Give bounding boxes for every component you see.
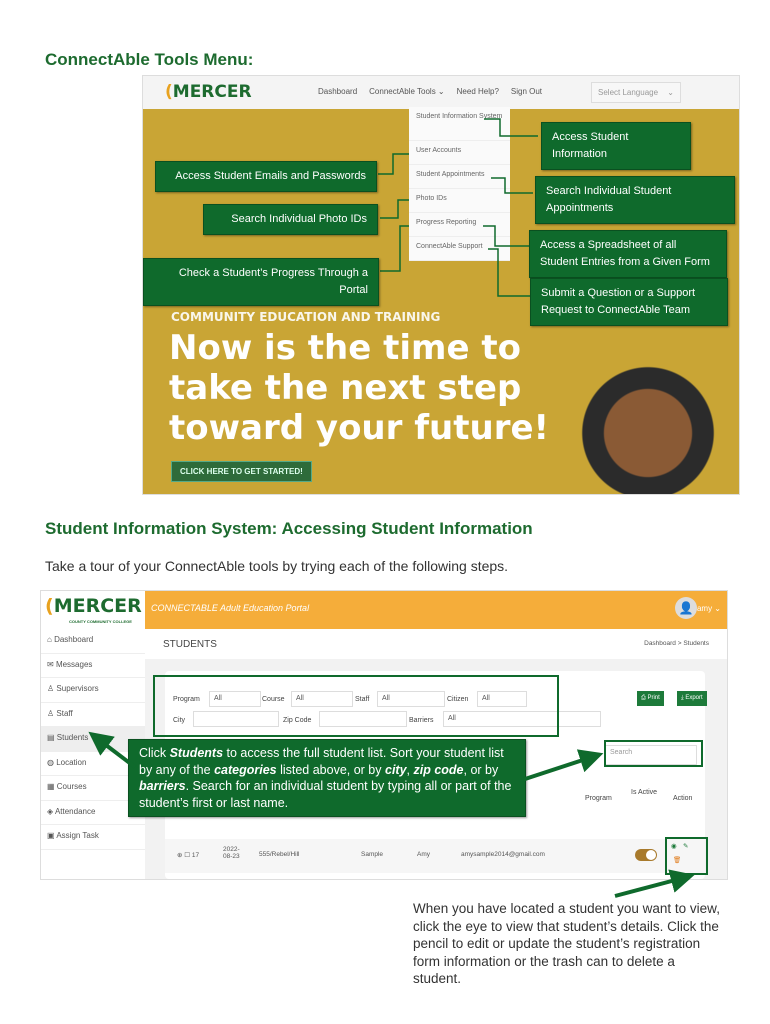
menu-photo-ids[interactable]: Photo IDs — [409, 189, 510, 213]
course-select[interactable]: All — [291, 691, 353, 707]
callout-support: Submit a Question or a Support Request t… — [530, 278, 728, 326]
nav-need-help[interactable]: Need Help? — [456, 87, 499, 96]
search-input[interactable]: Search — [605, 745, 697, 765]
user-menu[interactable]: amy ⌄ — [696, 604, 721, 613]
user-avatar-icon[interactable]: 👤 — [675, 597, 697, 619]
city-input[interactable] — [193, 711, 279, 727]
mercer-logo: (MERCER COUNTY COMMUNITY COLLEGE — [41, 591, 145, 629]
graduate-photo — [563, 316, 733, 494]
hero-subtitle: COMMUNITY EDUCATION AND TRAINING — [171, 310, 441, 324]
column-action: Action — [673, 795, 693, 802]
section-heading-sis: Student Information System: Accessing St… — [45, 519, 533, 538]
get-started-button[interactable]: CLICK HERE TO GET STARTED! — [171, 461, 312, 482]
citizen-label: Citizen — [447, 696, 469, 703]
program-select[interactable]: All — [209, 691, 261, 707]
city-label: City — [173, 717, 186, 724]
connectable-tools-dropdown: Student Information System User Accounts… — [409, 107, 510, 261]
site-navbar: (MERCER Dashboard ConnectAble Tools ⌄ Ne… — [143, 76, 739, 109]
active-toggle[interactable] — [635, 849, 657, 861]
sidebar-item-supervisors[interactable]: ♙ Supervisors — [41, 678, 145, 703]
callout-photo-ids: Search Individual Photo IDs — [203, 204, 378, 235]
menu-connectable-support[interactable]: ConnectAble Support — [409, 237, 510, 261]
course-label: Course — [262, 696, 285, 703]
column-program[interactable]: Program — [585, 795, 612, 802]
sidebar-item-location[interactable]: ◍ Location — [41, 752, 145, 776]
callout-emails-passwords: Access Student Emails and Passwords — [155, 161, 377, 192]
section-heading-tools-menu: ConnectAble Tools Menu: — [45, 50, 254, 69]
edit-pencil-icon[interactable]: ✎ — [683, 843, 689, 850]
page-header: STUDENTS Dashboard > Students — [145, 629, 727, 659]
action-highlight-box — [665, 837, 708, 875]
menu-student-appointments[interactable]: Student Appointments — [409, 165, 510, 189]
row-date: 2022-08-23 — [223, 846, 240, 860]
callout-progress: Check a Student’s Progress Through a Por… — [143, 258, 379, 306]
callout-spreadsheet: Access a Spreadsheet of all Student Entr… — [529, 230, 727, 278]
intro-text: Take a tour of your ConnectAble tools by… — [45, 558, 509, 574]
table-row: ⊕ ☐ 17 2022-08-23 555/Rebel/Hill Sample … — [165, 839, 705, 873]
menu-progress-reporting[interactable]: Progress Reporting — [409, 213, 510, 237]
zip-code-input[interactable] — [319, 711, 407, 727]
sidebar-item-attendance[interactable]: ◈ Attendance — [41, 801, 145, 825]
sidebar-item-staff[interactable]: ♙ Staff — [41, 703, 145, 727]
view-eye-icon[interactable]: ◉ — [671, 843, 677, 850]
menu-student-information-system[interactable]: Student Information System — [409, 107, 510, 141]
zip-label: Zip Code — [283, 717, 312, 724]
action-icons-caption: When you have located a student you want… — [413, 901, 720, 986]
citizen-select[interactable]: All — [477, 691, 527, 707]
row-code: 555/Rebel/Hill — [259, 851, 300, 858]
staff-select[interactable]: All — [377, 691, 445, 707]
filters-highlight-box — [153, 675, 559, 737]
row-last-name: Sample — [361, 851, 384, 858]
export-button[interactable]: ⤓ Export — [677, 691, 707, 706]
row-first-name: Amy — [417, 851, 430, 858]
language-select[interactable]: Select Language ⌄ — [591, 82, 681, 103]
breadcrumb[interactable]: Dashboard > Students — [644, 640, 709, 647]
delete-trash-icon[interactable]: 🗑 — [673, 857, 682, 864]
students-callout: Click Students to access the full studen… — [128, 739, 526, 817]
barriers-label: Barriers — [409, 717, 434, 724]
barriers-select[interactable]: All — [443, 711, 601, 727]
nav-connectable-tools[interactable]: ConnectAble Tools ⌄ — [369, 87, 445, 96]
staff-label: Staff — [355, 696, 370, 703]
nav-dashboard[interactable]: Dashboard — [318, 87, 358, 96]
menu-user-accounts[interactable]: User Accounts — [409, 141, 510, 165]
row-email: amysample2014@gmail.com — [461, 851, 545, 858]
callout-appointments: Search Individual Student Appointments — [535, 176, 735, 224]
connectable-tools-screenshot: (MERCER Dashboard ConnectAble Tools ⌄ Ne… — [142, 75, 740, 495]
row-select-checkbox[interactable]: ⊕ ☐ 17 — [177, 852, 200, 859]
portal-title: CONNECTABLE Adult Education Portal — [151, 603, 310, 613]
mercer-logo: (MERCER — [165, 82, 252, 102]
portal-header: CONNECTABLE Adult Education Portal 👤 amy… — [41, 591, 727, 629]
sidebar-item-courses[interactable]: ▦ Courses — [41, 776, 145, 801]
nav-sign-out[interactable]: Sign Out — [510, 87, 543, 96]
callout-student-information: Access Student Information — [541, 122, 691, 170]
print-button[interactable]: ⎙ Print — [637, 691, 664, 706]
page-title: STUDENTS — [163, 639, 217, 650]
program-label: Program — [173, 696, 200, 703]
column-is-active[interactable]: Is Active — [631, 789, 658, 796]
sidebar-item-messages[interactable]: ✉ Messages — [41, 654, 145, 678]
sidebar-item-assign-task[interactable]: ▣ Assign Task — [41, 825, 145, 850]
student-list-screenshot: CONNECTABLE Adult Education Portal 👤 amy… — [40, 590, 728, 880]
search-highlight-box — [604, 740, 703, 767]
sidebar-item-dashboard[interactable]: ⌂ Dashboard — [41, 629, 145, 654]
